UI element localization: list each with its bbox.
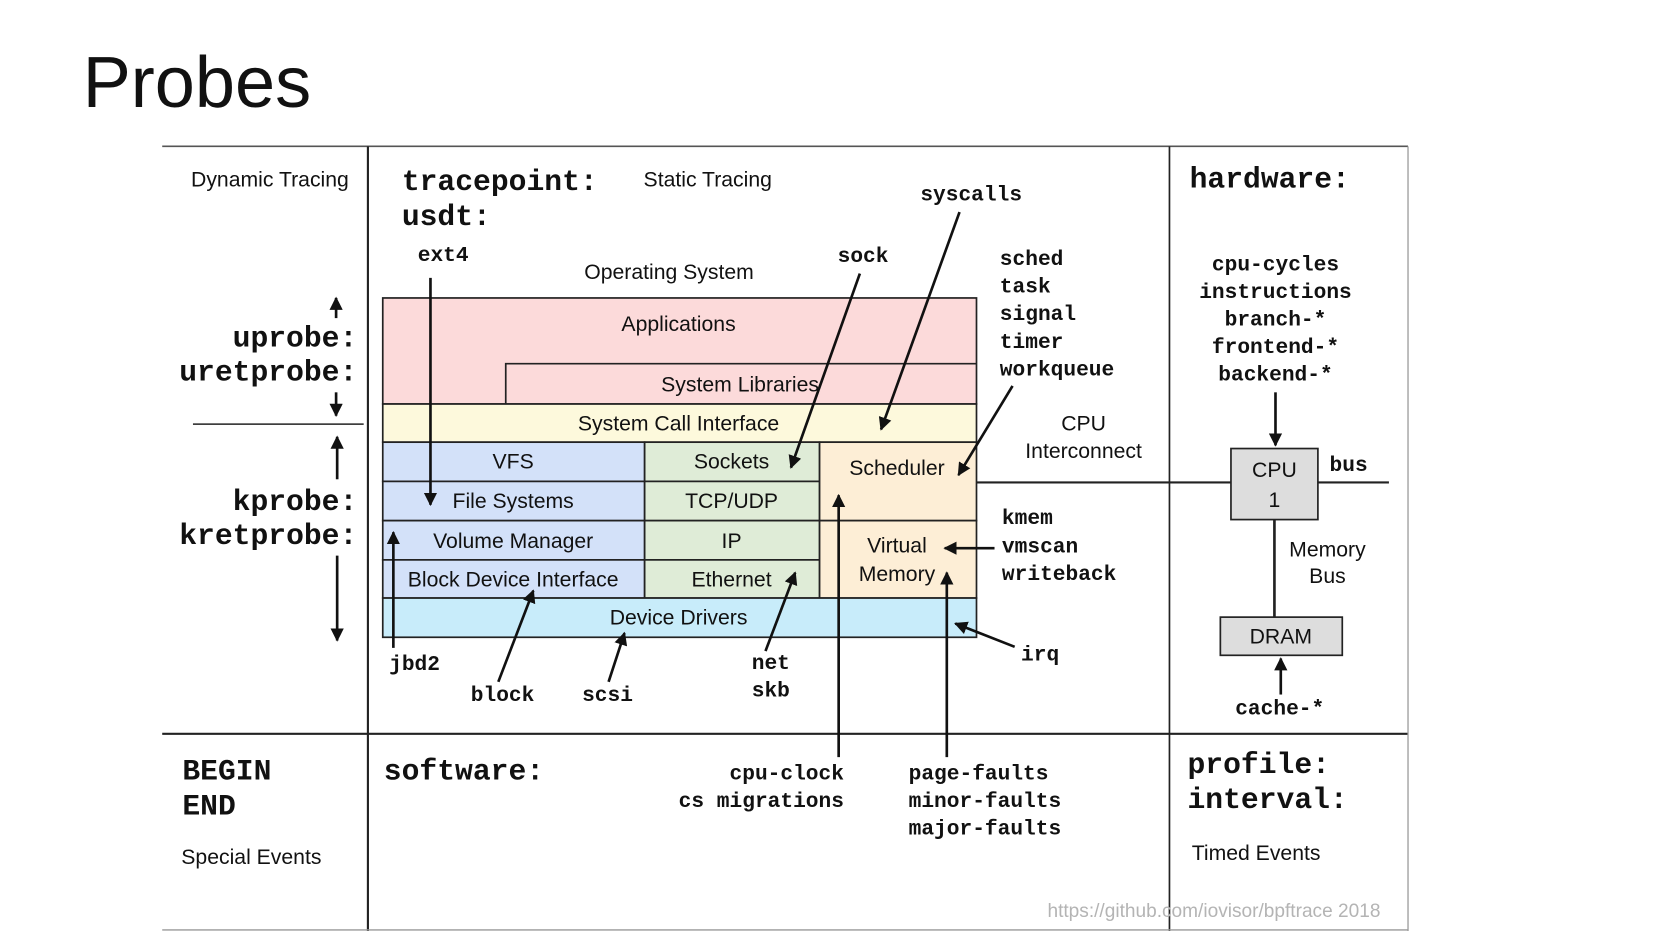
vmscan-label: vmscan	[1002, 535, 1078, 559]
major-faults-label: major-faults	[909, 818, 1062, 842]
tcp-udp-label: TCP/UDP	[685, 490, 778, 513]
special-events-section: BEGIN END Special Events	[181, 754, 321, 869]
minor-faults-label: minor-faults	[909, 790, 1062, 814]
scsi-label: scsi	[582, 684, 633, 708]
dram-label: DRAM	[1250, 626, 1312, 649]
memory-bus-label-1: Memory	[1289, 539, 1366, 562]
cache-label: cache-*	[1235, 698, 1324, 722]
cpu-clock-label: cpu-clock	[730, 762, 845, 786]
ext4-label: ext4	[418, 244, 469, 268]
device-drivers-label: Device Drivers	[610, 607, 748, 630]
volume-manager-label: Volume Manager	[433, 530, 593, 553]
source-credit: https://github.com/iovisor/bpftrace 2018	[1047, 901, 1380, 922]
hardware-section: hardware: cpu-cycles instructions branch…	[1190, 163, 1368, 722]
block-label: block	[471, 684, 535, 708]
vfs-label: VFS	[493, 451, 534, 474]
tracepoint-annotations: ext4 sock syscalls sched task signal tim…	[386, 183, 1117, 708]
applications-label: Applications	[621, 313, 735, 336]
diagram-frame	[162, 145, 1409, 931]
operating-system-label: Operating System	[584, 261, 754, 284]
hw-event-branch: branch-*	[1225, 309, 1327, 333]
uretprobe-label: uretprobe:	[179, 356, 357, 390]
hw-event-frontend: frontend-*	[1212, 336, 1339, 360]
ip-label: IP	[722, 530, 742, 553]
virtual-memory-label-2: Memory	[859, 563, 936, 586]
interconnect-label-2: Interconnect	[1025, 440, 1142, 463]
signal-label: signal	[1000, 303, 1076, 327]
profile-label: profile:	[1187, 748, 1329, 782]
timed-events-section: profile: interval: Timed Events	[1187, 748, 1347, 865]
end-label: END	[182, 789, 235, 823]
block-device-label: Block Device Interface	[408, 568, 619, 591]
os-stack: Applications System Libraries System Cal…	[381, 297, 978, 639]
block-arrow-icon	[497, 589, 536, 683]
special-events-heading: Special Events	[181, 846, 321, 869]
irq-label: irq	[1021, 644, 1059, 668]
skb-label: skb	[752, 680, 790, 704]
device-drivers-layer	[381, 597, 978, 639]
syscalls-arrow-icon	[878, 211, 961, 431]
syscall-interface-label: System Call Interface	[578, 413, 779, 436]
usdt-label: usdt:	[402, 200, 491, 234]
scheduler-layer	[818, 441, 978, 522]
hw-event-backend: backend-*	[1218, 364, 1332, 388]
tracepoint-label: tracepoint:	[402, 165, 598, 199]
interval-label: interval:	[1187, 783, 1347, 817]
net-label: net	[752, 652, 790, 676]
kretprobe-label: kretprobe:	[179, 519, 357, 553]
page-title: Probes	[83, 43, 311, 123]
dynamic-tracing-heading: Dynamic Tracing	[191, 169, 349, 192]
hw-event-instructions: instructions	[1199, 281, 1352, 305]
system-libraries-label: System Libraries	[661, 373, 819, 396]
scsi-arrow-icon	[607, 631, 628, 683]
uprobe-label: uprobe:	[233, 322, 358, 356]
syscalls-label: syscalls	[920, 183, 1022, 207]
task-label: task	[1000, 276, 1051, 300]
dram-box	[1219, 616, 1344, 657]
file-systems-label: File Systems	[453, 490, 574, 513]
cpu-label: CPU	[1252, 459, 1297, 482]
kmem-label: kmem	[1002, 507, 1053, 531]
timer-label: timer	[1000, 331, 1064, 355]
sock-arrow-icon	[788, 273, 862, 469]
sock-label: sock	[838, 245, 889, 269]
kprobe-label: kprobe:	[233, 485, 358, 519]
scheduler-label: Scheduler	[849, 457, 944, 480]
hardware-label: hardware:	[1190, 163, 1350, 197]
net-arrow-icon	[764, 571, 798, 652]
page-faults-label: page-faults	[909, 762, 1049, 786]
block-device-layer	[381, 559, 646, 599]
interconnect-label-1: CPU	[1061, 413, 1106, 436]
begin-label: BEGIN	[182, 754, 271, 788]
jbd2-label: jbd2	[389, 653, 440, 677]
sched-arrow-icon	[957, 385, 1014, 477]
static-tracing-heading: Static Tracing	[644, 169, 772, 192]
writeback-label: writeback	[1002, 563, 1117, 587]
ethernet-label: Ethernet	[692, 568, 772, 591]
timed-events-heading: Timed Events	[1192, 842, 1321, 865]
software-label: software:	[384, 754, 544, 788]
dynamic-tracing-section: Dynamic Tracing uprobe: uretprobe: kprob…	[179, 169, 358, 642]
virtual-memory-label-1: Virtual	[867, 534, 927, 557]
sched-label: sched	[1000, 248, 1064, 272]
system-libraries-layer	[504, 362, 977, 404]
syscall-interface-layer	[381, 403, 978, 444]
workqueue-label: workqueue	[1000, 358, 1114, 382]
software-section: software: cpu-clock cs migrations page-f…	[384, 754, 1061, 841]
memory-bus-label-2: Bus	[1309, 565, 1346, 588]
static-tracing-section: tracepoint: usdt: Static Tracing Operati…	[402, 165, 772, 284]
volume-manager-layer	[381, 519, 646, 561]
hw-event-cpu-cycles: cpu-cycles	[1212, 253, 1339, 277]
sockets-label: Sockets	[694, 451, 769, 474]
tcp-udp-layer	[643, 480, 821, 522]
irq-arrow-icon	[954, 621, 1016, 649]
cs-migrations-label: cs migrations	[679, 790, 844, 814]
bus-label: bus	[1330, 454, 1368, 478]
cpu-number: 1	[1269, 489, 1281, 512]
virtual-memory-layer	[818, 519, 978, 599]
cpu-box	[1230, 447, 1319, 521]
